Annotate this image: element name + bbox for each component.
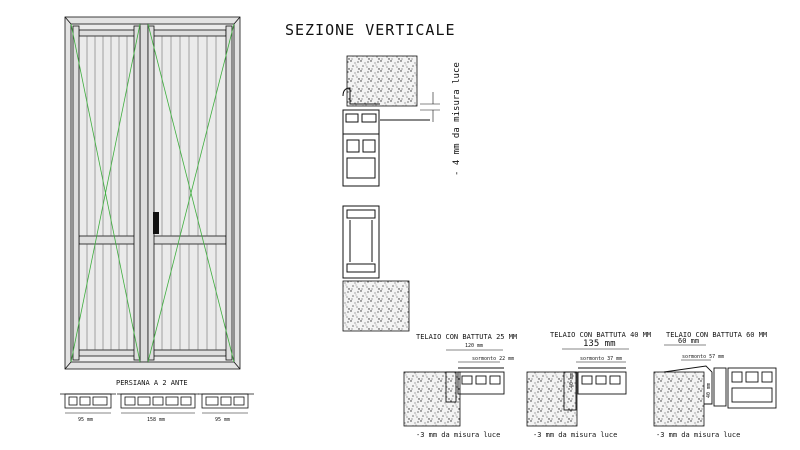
frame-side-60: 40 mm [706, 383, 712, 398]
lower-frame-profile [342, 205, 380, 279]
dim-center: 158 mm [147, 417, 165, 423]
door-handle [153, 212, 159, 234]
shutter-elevation [64, 16, 241, 370]
shutter-profile-left [60, 393, 116, 409]
frame-note-25: -3 mm da misura luce [416, 431, 500, 439]
lower-wall [342, 280, 410, 332]
vertical-note: - 4 mm da misura luce [452, 62, 462, 176]
upper-wall [346, 55, 418, 107]
frame-width-25: 120 mm [465, 343, 483, 349]
frame-width-40: 135 mm [583, 339, 616, 349]
frame-detail-40: TELAIO CON BATTUTA 40 MM 135 mm sormonto… [526, 331, 651, 439]
frame-title-40: TELAIO CON BATTUTA 40 MM [550, 331, 651, 339]
frame-note-60: -3 mm da misura luce [656, 431, 740, 439]
shutter-profile-center [117, 393, 199, 409]
frame-title-60: TELAIO CON BATTUTA 60 MM [666, 331, 767, 339]
frame-detail-25: TELAIO CON BATTUTA 25 MM 120 mm sormonto… [403, 333, 517, 439]
dim-right: 95 mm [215, 417, 230, 423]
upper-frame-profile [342, 87, 430, 187]
shutter-caption: PERSIANA A 2 ANTE [116, 379, 188, 387]
shutter-slats [86, 36, 217, 350]
frame-note-40: -3 mm da misura luce [533, 431, 617, 439]
frame-title-25: TELAIO CON BATTUTA 25 MM [416, 333, 517, 341]
gap-dimension [420, 92, 440, 122]
frame-overlap-25: sormonto 22 mm [472, 356, 514, 362]
shutter-profile-right [198, 393, 254, 409]
opening-diagonals [70, 23, 235, 363]
dim-left: 95 mm [78, 417, 93, 423]
frame-overlap-40: sormonto 37 mm [580, 356, 622, 362]
frame-detail-60: TELAIO CON BATTUTA 60 MM 60 mm sormonto … [653, 331, 777, 439]
section-title: SEZIONE VERTICALE [285, 21, 456, 39]
frame-side-40: 40 mm [569, 373, 575, 388]
frame-width-60: 60 mm [678, 337, 699, 345]
frame-overlap-60: sormonto 57 mm [682, 354, 724, 360]
